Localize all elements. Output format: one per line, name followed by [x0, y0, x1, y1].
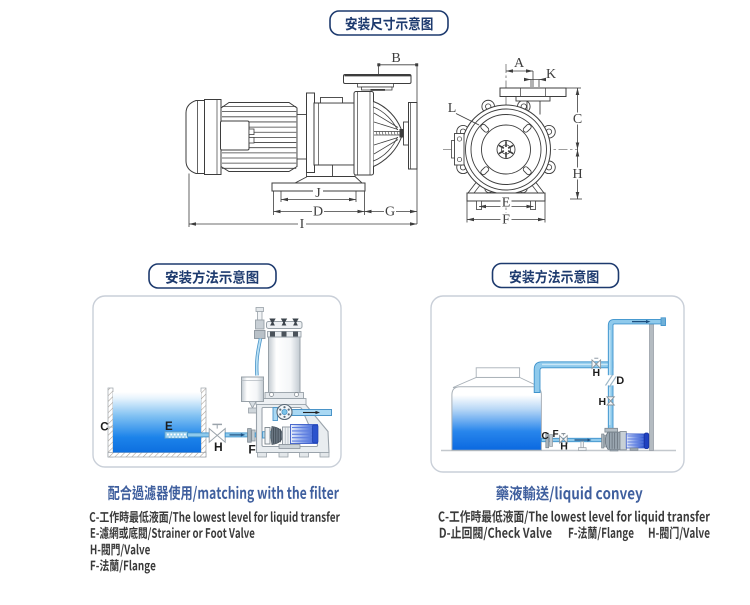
svg-text:E: E: [502, 196, 511, 211]
svg-text:H: H: [599, 396, 607, 408]
svg-text:C: C: [542, 431, 549, 442]
svg-text:H: H: [214, 440, 223, 454]
svg-text:F: F: [502, 213, 510, 228]
svg-text:E: E: [165, 421, 173, 433]
svg-text:L: L: [448, 101, 457, 116]
svg-text:F: F: [248, 442, 255, 456]
svg-text:A: A: [514, 56, 525, 71]
svg-text:G: G: [385, 205, 395, 220]
svg-text:I: I: [300, 217, 305, 232]
svg-text:D: D: [616, 375, 624, 387]
svg-text:H: H: [572, 167, 582, 182]
svg-text:H: H: [593, 367, 601, 379]
svg-text:C: C: [100, 421, 108, 433]
svg-text:B: B: [391, 51, 400, 66]
svg-text:K: K: [546, 67, 556, 82]
svg-text:J: J: [315, 186, 321, 201]
svg-text:H: H: [560, 440, 568, 452]
svg-text:C: C: [573, 112, 582, 127]
svg-text:D: D: [313, 205, 323, 220]
svg-text:F: F: [553, 429, 559, 440]
